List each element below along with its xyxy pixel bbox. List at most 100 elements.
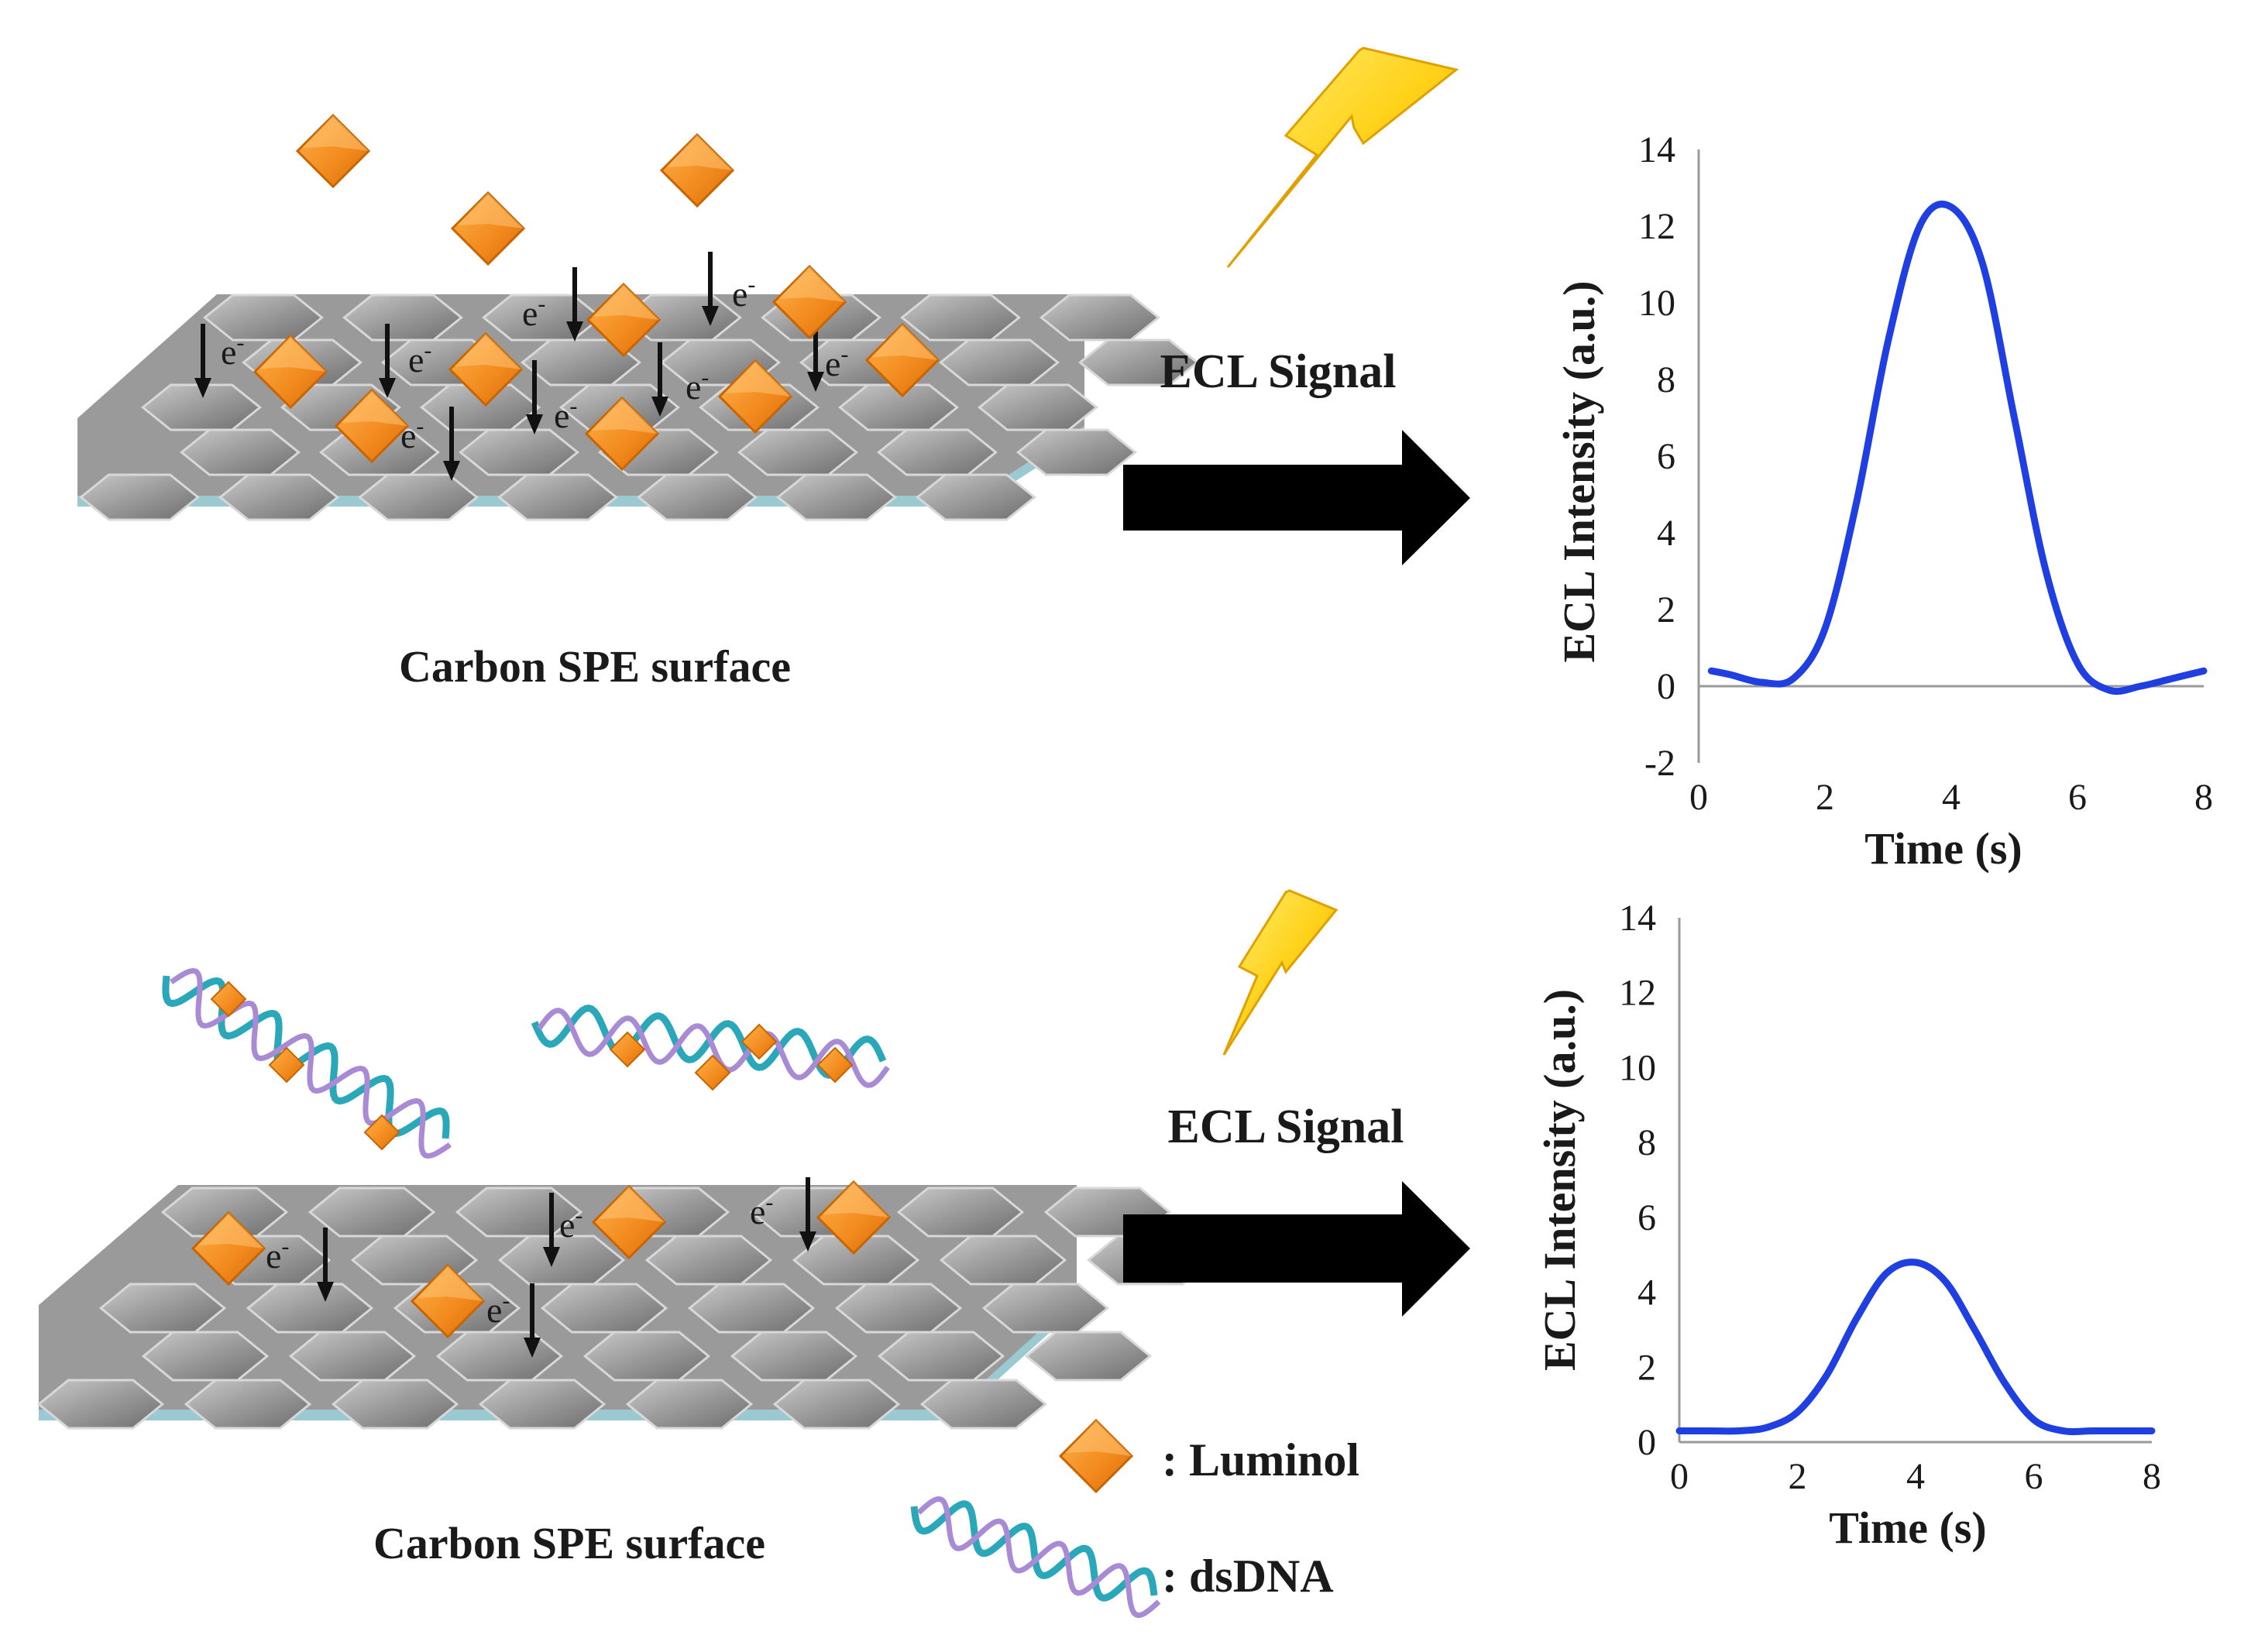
hex-tile <box>877 1331 1005 1382</box>
ecl-signal-label-top: ECL Signal <box>1160 345 1397 398</box>
y-tick-label: 12 <box>1638 206 1675 247</box>
hex-tile <box>939 338 1060 386</box>
hex-tile <box>939 1235 1067 1286</box>
luminol-molecule <box>695 1055 730 1090</box>
hex-tile <box>358 473 479 521</box>
hex-tile <box>737 428 858 476</box>
hex-tile <box>981 1283 1110 1334</box>
x-tick-label: 0 <box>1670 1456 1689 1497</box>
lightning-icon-top <box>1226 46 1459 268</box>
carbon-surface-bottom <box>36 1185 1215 1430</box>
hex-tile <box>331 1379 459 1430</box>
y-tick-label: 8 <box>1637 1122 1656 1163</box>
hex-tile <box>98 1283 227 1334</box>
x-tick-label: 6 <box>2068 777 2087 818</box>
signal-arrow-top <box>1123 430 1470 565</box>
x-tick-label: 4 <box>1942 777 1960 818</box>
x-axis-label: Time (s) <box>1829 1503 1987 1553</box>
top-panel: e- e- e- e- e- e- e- e- Carbon SPE surfa… <box>77 46 1470 692</box>
hex-tile <box>308 1187 436 1238</box>
dsdna-strand-2 <box>531 1005 890 1090</box>
y-tick-label: 6 <box>1637 1197 1656 1238</box>
hex-tile <box>521 338 641 386</box>
hex-tile <box>79 473 200 521</box>
luminol-molecule <box>451 191 525 266</box>
surface-label-bottom: Carbon SPE surface <box>373 1518 765 1568</box>
lightning-icon-bottom <box>1222 889 1338 1056</box>
svg-text:e-: e- <box>408 338 431 380</box>
x-tick-label: 2 <box>1789 1456 1807 1497</box>
hex-tile <box>625 1379 754 1430</box>
luminol-molecule <box>296 114 370 188</box>
y-tick-label: 12 <box>1619 973 1656 1014</box>
y-tick-label: 0 <box>1657 666 1675 707</box>
y-tick-label: 8 <box>1657 359 1675 400</box>
hex-tile <box>582 1331 711 1382</box>
hex-tile <box>919 1379 1048 1430</box>
y-tick-label: 10 <box>1619 1047 1656 1088</box>
y-axis-label: ECL Intensity (a.u.) <box>1554 280 1604 662</box>
hex-tile <box>877 428 998 476</box>
hex-tile <box>644 1235 773 1286</box>
legend-luminol-label: : Luminol <box>1162 1434 1359 1485</box>
svg-text:e-: e- <box>221 330 244 372</box>
y-axis-label: ECL Intensity (a.u.) <box>1534 989 1585 1371</box>
hex-tile <box>730 1331 858 1382</box>
x-tick-label: 0 <box>1689 777 1708 818</box>
svg-text:e-: e- <box>522 291 545 333</box>
hex-tile <box>342 294 463 342</box>
y-tick-label: 2 <box>1637 1347 1656 1388</box>
luminol-molecule <box>211 981 246 1017</box>
x-tick-label: 4 <box>1906 1456 1925 1497</box>
electron-labels-top: e- e- e- e- e- e- e- e- <box>221 272 848 455</box>
hex-tile <box>36 1379 165 1430</box>
hex-tile <box>637 473 758 521</box>
ecl-curve <box>1675 1259 2156 1436</box>
hex-tile <box>776 473 897 521</box>
legend-dsdna-label: : dsDNA <box>1162 1551 1334 1602</box>
svg-text:e-: e- <box>559 1203 582 1245</box>
y-tick-label: 2 <box>1657 589 1675 630</box>
dsdna-legend-icon <box>910 1496 1161 1619</box>
hex-tile <box>540 1283 668 1334</box>
hex-tile <box>1078 338 1199 386</box>
hex-tile <box>160 1187 289 1238</box>
legend: : Luminol : dsDNA <box>910 1419 1359 1619</box>
hex-tile <box>288 1331 417 1382</box>
hex-tile <box>1040 294 1160 342</box>
svg-text:e-: e- <box>486 1288 510 1330</box>
hex-tile <box>203 294 324 342</box>
luminol-molecule <box>660 133 734 208</box>
hex-tile <box>896 1187 1025 1238</box>
hex-tile <box>772 1379 901 1430</box>
hex-tile <box>838 383 959 431</box>
hex-tile <box>497 473 618 521</box>
svg-text:e-: e- <box>732 272 755 314</box>
hex-tile <box>141 1331 270 1382</box>
y-tick-label: 4 <box>1637 1272 1656 1314</box>
ecl-curve <box>1707 201 2208 695</box>
carbon-surface-top <box>77 294 1199 521</box>
luminol-legend-icon <box>1059 1419 1133 1493</box>
hex-tile <box>687 1283 816 1334</box>
hex-tile <box>834 1283 963 1334</box>
hex-tile <box>180 428 301 476</box>
y-tick-label: 14 <box>1638 129 1675 170</box>
y-tick-label: -2 <box>1644 743 1675 784</box>
hex-tile <box>141 383 262 431</box>
hex-tile <box>246 1283 374 1334</box>
x-tick-label: 8 <box>2143 1456 2161 1497</box>
hex-tile <box>218 473 339 521</box>
hex-tile <box>916 473 1036 521</box>
y-tick-label: 6 <box>1657 436 1675 477</box>
electron-labels-bottom: e- e- e- e- <box>266 1190 773 1330</box>
y-tick-label: 0 <box>1637 1422 1656 1463</box>
y-tick-label: 14 <box>1619 898 1656 939</box>
svg-text:e-: e- <box>750 1190 773 1231</box>
svg-text:e-: e- <box>825 342 848 383</box>
surface-label-top: Carbon SPE surface <box>399 641 791 692</box>
svg-text:e-: e- <box>554 393 577 435</box>
